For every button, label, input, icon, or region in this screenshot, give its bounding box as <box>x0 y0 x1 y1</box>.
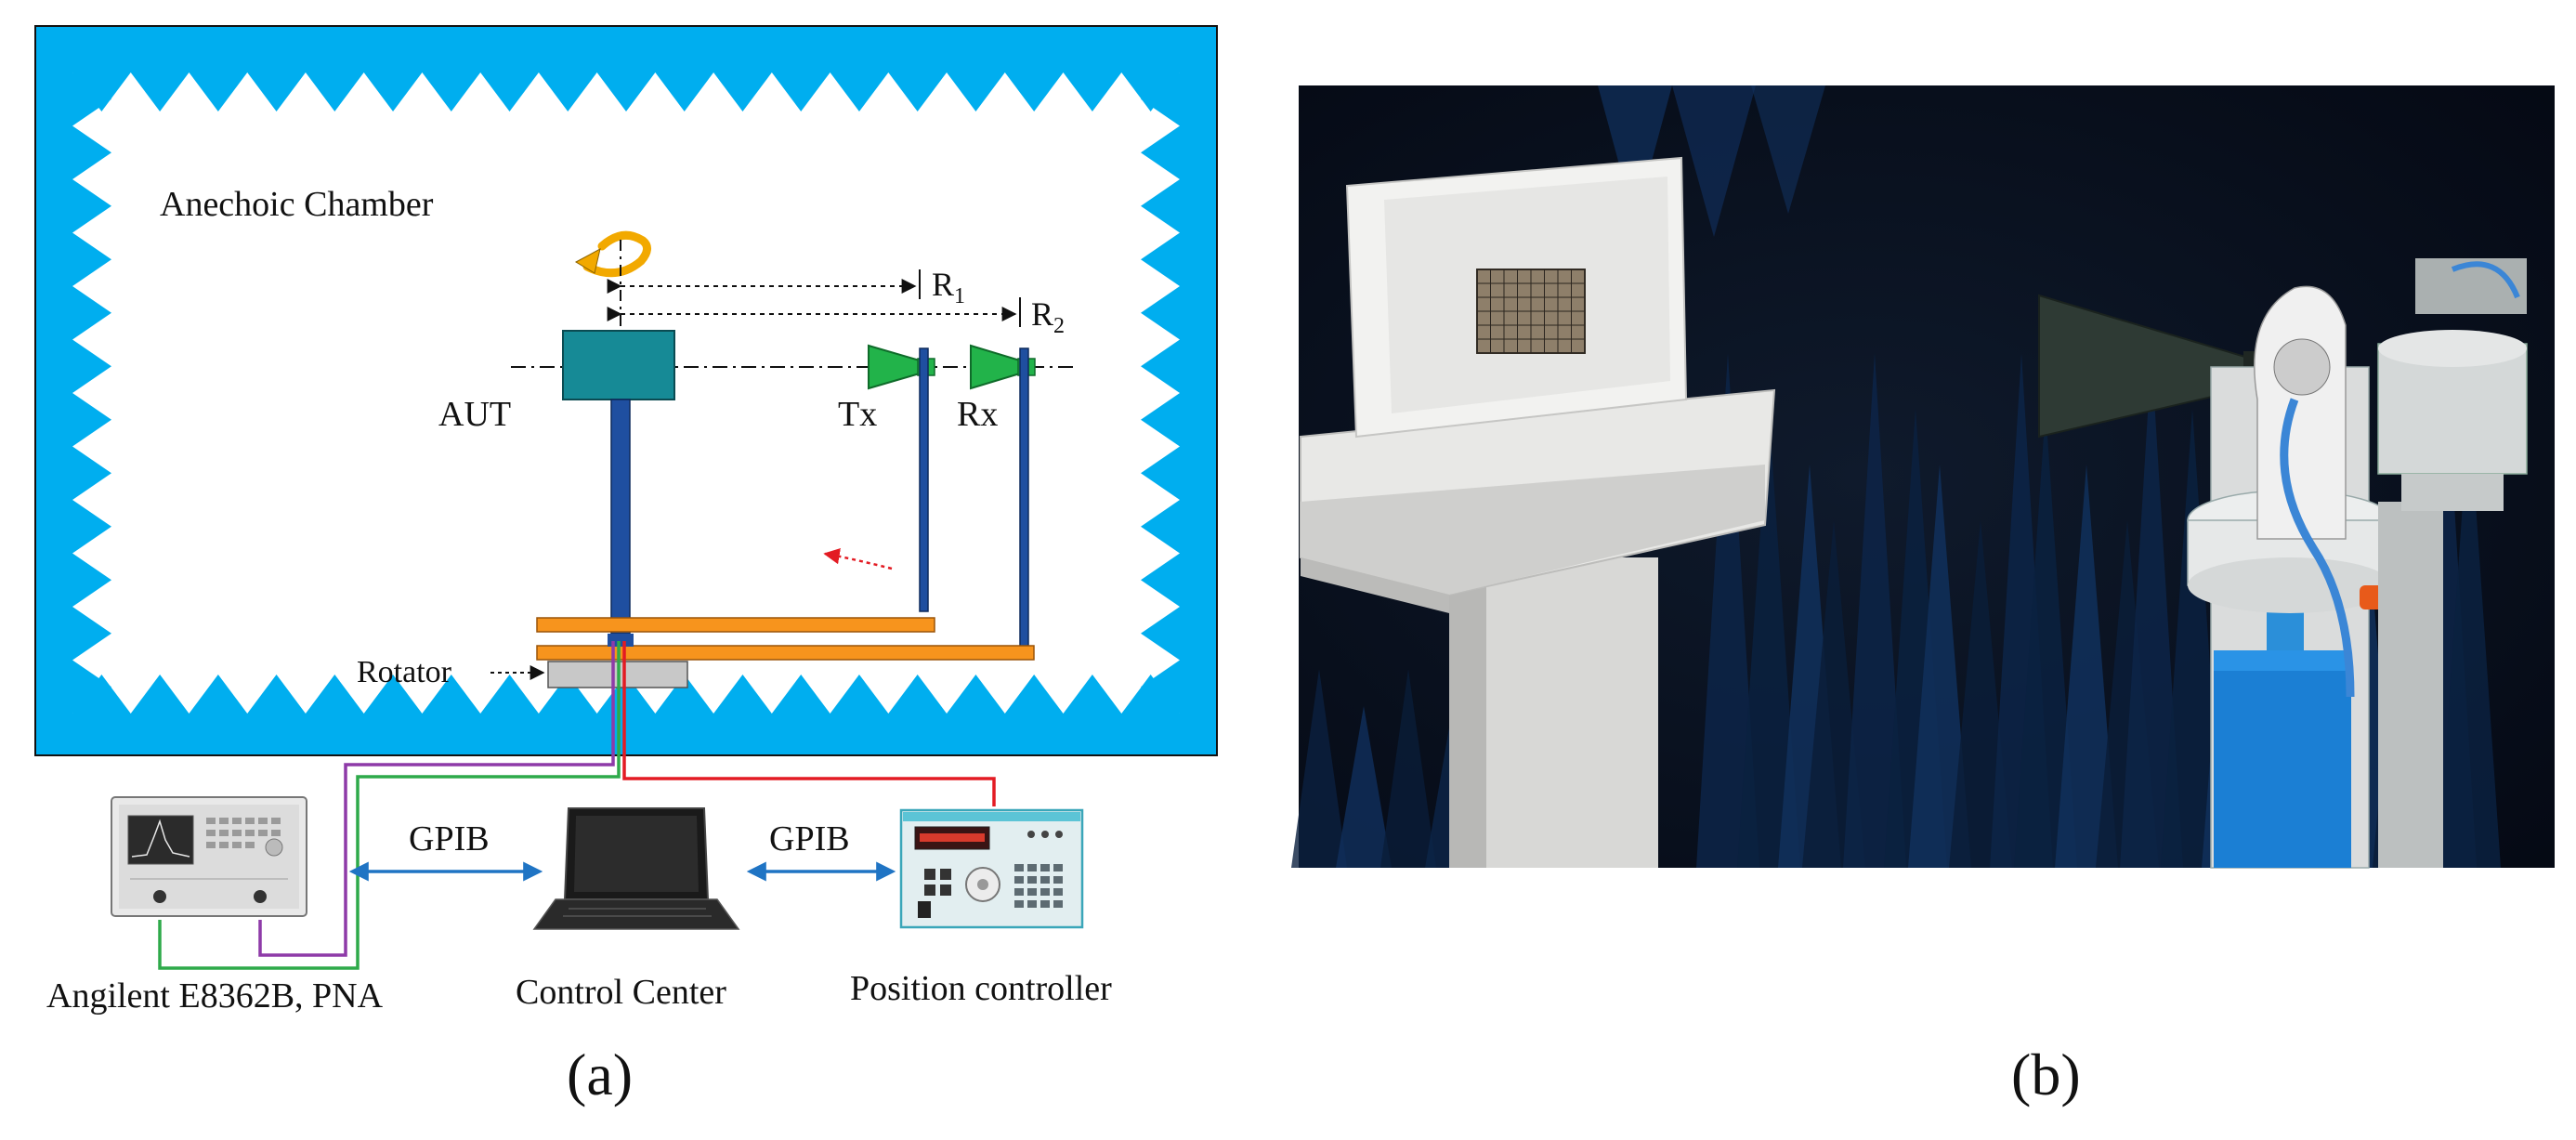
aut-label: AUT <box>438 395 511 434</box>
gpib-left-label: GPIB <box>409 819 490 858</box>
panel-a: Anechoic Chamber R1 R2 AUT Tx <box>34 25 1218 1107</box>
panel-b: (b) <box>1291 85 2555 1107</box>
chamber-label: Anechoic Chamber <box>160 185 434 224</box>
control-center-label: Control Center <box>516 973 726 1012</box>
purple-cable <box>258 641 615 957</box>
position-controller-icon <box>899 808 1084 929</box>
position-controller-label: Position controller <box>850 969 1112 1008</box>
aut-joint <box>608 634 634 647</box>
rotation-arrow-icon <box>574 230 651 278</box>
lower-platform <box>536 645 1035 661</box>
network-analyzer-icon <box>111 796 307 917</box>
rotation-direction-arrow <box>823 547 893 570</box>
panel-a-caption: (a) <box>567 1042 633 1107</box>
rotator-label: Rotator <box>357 655 452 689</box>
measurement-photo <box>1291 85 2555 869</box>
aut-block <box>562 330 675 400</box>
rx-label: Rx <box>957 395 998 434</box>
background-positioner <box>2377 258 2528 868</box>
absorber-wedges <box>72 72 1180 714</box>
aut-foam-holder <box>1300 156 1776 868</box>
upper-platform <box>536 617 935 633</box>
pna-label: Angilent E8362B, PNA <box>46 976 384 1016</box>
aut-mast <box>610 399 631 635</box>
gpib-right-label: GPIB <box>769 819 850 858</box>
tx-horn-antenna <box>868 344 935 612</box>
laptop-icon <box>532 807 740 930</box>
tx-label: Tx <box>838 395 877 434</box>
r1-label: R1 <box>932 266 965 308</box>
r2-label: R2 <box>1031 295 1065 338</box>
panel-b-caption: (b) <box>2011 1042 2081 1107</box>
red-cable <box>622 641 996 806</box>
